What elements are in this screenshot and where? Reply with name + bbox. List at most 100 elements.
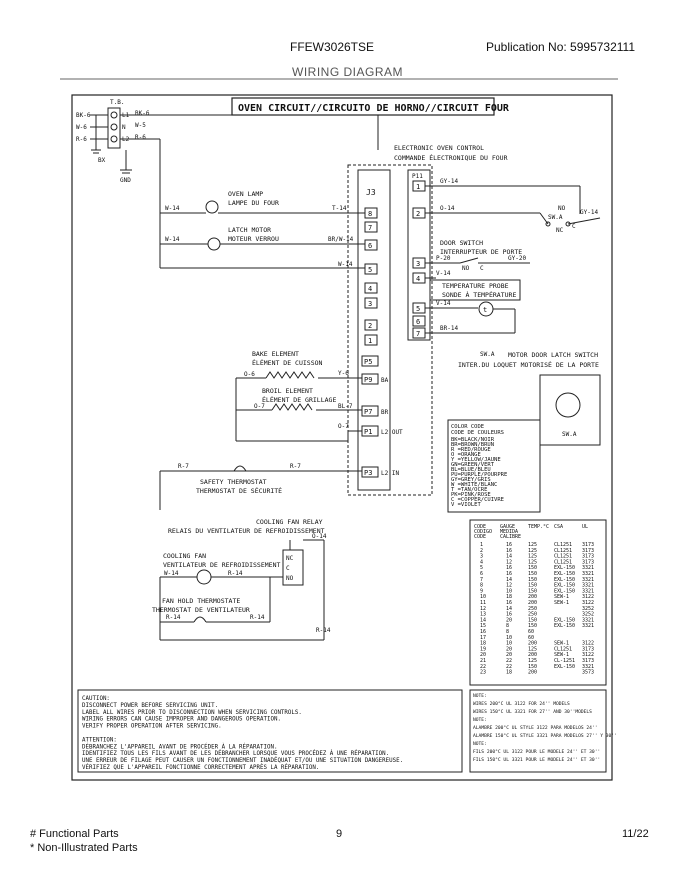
diagram-label: 6	[368, 242, 372, 250]
safety-thermostat-icon	[233, 465, 247, 472]
notes: NOTE:WIRES 200°C UL 3122 FOR 24'' MODELS…	[473, 693, 617, 763]
gauge-table-cell: 200	[528, 670, 537, 676]
gauge-table-cell: 3122	[582, 594, 594, 600]
gauge-table-cell: 150	[528, 565, 537, 571]
diagram-label: 6	[416, 318, 420, 326]
gauge-table-cell: 150	[528, 588, 537, 594]
diagram-label: BR=BROWN/BRUN	[451, 442, 494, 448]
tb-label: T.B.	[110, 99, 124, 106]
diagram-label: O-7	[254, 403, 265, 410]
motor-door-latch-box	[539, 374, 601, 446]
bake-element-icon	[265, 371, 315, 379]
color-code-box	[447, 419, 541, 513]
gauge-table-cell: 3173	[582, 554, 594, 560]
oven-lamp-icon	[205, 200, 219, 214]
diagram-label: P11	[412, 173, 423, 180]
diagram-label: BR	[381, 409, 389, 416]
diagram-label: 8	[368, 210, 372, 218]
diagram-label: BK=BLACK/NOIR	[451, 437, 495, 443]
diagram-label: NO	[286, 575, 294, 582]
gauge-table-cell: SEW-1	[554, 652, 569, 658]
diagram-label: BR-14	[440, 325, 458, 332]
latch-motor-icon	[207, 237, 221, 251]
gauge-table-cell: EXL-150	[554, 565, 575, 571]
diagram-label: COOLING FAN RELAY	[256, 518, 323, 526]
diagram-label: NO	[462, 265, 470, 272]
diagram-label: BA	[381, 377, 389, 384]
gauge-table-header: CALIBRE	[500, 534, 521, 540]
diagram-label: N	[122, 124, 126, 131]
diagram-label: NO	[558, 205, 566, 212]
diagram-label: L2 OUT	[381, 429, 403, 436]
gauge-table-cell: 20	[480, 652, 486, 658]
note-line: ALAMBRE 200°C UL STYLE 3122 PARA MODELOS…	[473, 725, 597, 731]
gauge-table-cell: 8	[506, 629, 509, 635]
diagram-label: PU=PURPLE/POURPRE	[451, 472, 507, 478]
diagram-label: SW.A	[480, 351, 495, 358]
gauge-table-cell: 8	[506, 623, 509, 629]
gauge-table-cell: 20	[506, 646, 512, 652]
gauge-table-cell: 3321	[582, 664, 594, 670]
gauge-table-cell: 60	[528, 629, 534, 635]
gauge-table-header: GAUGE	[500, 524, 515, 530]
diagram-label: W-14	[165, 236, 180, 243]
gauge-table-cell: 16	[506, 548, 512, 554]
diagram-label: LAMPE DU FOUR	[228, 199, 279, 207]
caution-line: DISCONNECT POWER BEFORE SERVICING UNIT.	[82, 703, 218, 709]
functional-parts-note: # Functional Parts	[30, 828, 119, 840]
gauge-table-cell: 10	[480, 594, 486, 600]
diagram-label: R =RED/ROUGE	[451, 447, 491, 453]
gauge-table-header: CODE	[474, 534, 486, 540]
caution-line: ATTENTION:	[82, 737, 117, 743]
gauge-table-header: CODE	[474, 524, 486, 530]
diagram-label: MOTOR DOOR LATCH SWITCH	[508, 351, 598, 359]
diagram-label: W-5	[135, 122, 146, 129]
gauge-table-cell: 9	[480, 588, 483, 594]
diagram-label: Y =YELLOW/JAUNE	[451, 457, 501, 463]
page-number: 9	[336, 828, 343, 840]
caution-line: VERIFY PROPER OPERATION AFTER SERVICING.	[82, 724, 222, 730]
gauge-table-cell: 16	[480, 629, 486, 635]
page-date: 11/22	[622, 828, 649, 840]
gauge-table-cell: 200	[528, 641, 537, 647]
gauge-table-cell: 11	[480, 600, 486, 606]
diagram-label: W-14	[165, 205, 180, 212]
gauge-table-cell: 23	[480, 670, 486, 676]
latch-motor-disc-icon	[555, 392, 581, 418]
gauge-table-cell: CL1251	[554, 559, 572, 565]
diagram-label: T-14	[332, 205, 347, 212]
diagram-label: R-14	[166, 614, 181, 621]
gauge-table-cell: 3321	[582, 623, 594, 629]
gauge-table-cell: EXL-150	[554, 623, 575, 629]
diagram-label: COMMANDE ÉLECTRONIQUE DU FOUR	[394, 153, 508, 162]
diagram-label: SAFETY THERMOSTAT	[200, 478, 267, 486]
gauge-table-cell: SEW-1	[554, 594, 569, 600]
probe-label-box	[429, 279, 521, 301]
diagram-label: ÉLÉMENT DE CUISSON	[252, 358, 323, 367]
cooling-fan-icon	[196, 569, 212, 585]
diagram-label: W-14	[164, 570, 179, 577]
svg-text:t: t	[483, 306, 487, 314]
gauge-table-cell: 250	[528, 612, 537, 618]
diagram-label: VENTILATEUR DE REFROIDISSEMENT	[163, 561, 280, 569]
diagram-label: SW.A	[548, 214, 563, 221]
gauge-table-cell: 4	[480, 559, 483, 565]
gauge-table-cell: SEW-1	[554, 641, 569, 647]
diagram-label: 2	[368, 322, 372, 330]
diagram-label: 3	[368, 300, 372, 308]
gauge-table-header: CSA	[554, 524, 563, 530]
gauge-table-cell: 21	[480, 658, 486, 664]
diagram-label: C	[286, 565, 290, 572]
gauge-table-cell: 16	[506, 542, 512, 548]
gauge-table-cell: 22	[480, 664, 486, 670]
gauge-table-cell: EXL-150	[554, 583, 575, 589]
broil-element-icon	[271, 403, 313, 411]
diagram-label: O =ORANGE	[451, 452, 481, 458]
gauge-table-cell: 150	[528, 571, 537, 577]
caution: CAUTION:DISCONNECT POWER BEFORE SERVICIN…	[82, 696, 403, 771]
gauge-table-cell: 150	[528, 617, 537, 623]
diagram-label: V-14	[436, 300, 451, 307]
diagram-label: R-7	[178, 463, 189, 470]
diagram-label: W-14	[338, 261, 353, 268]
gauge-table-cell: 10	[506, 588, 512, 594]
